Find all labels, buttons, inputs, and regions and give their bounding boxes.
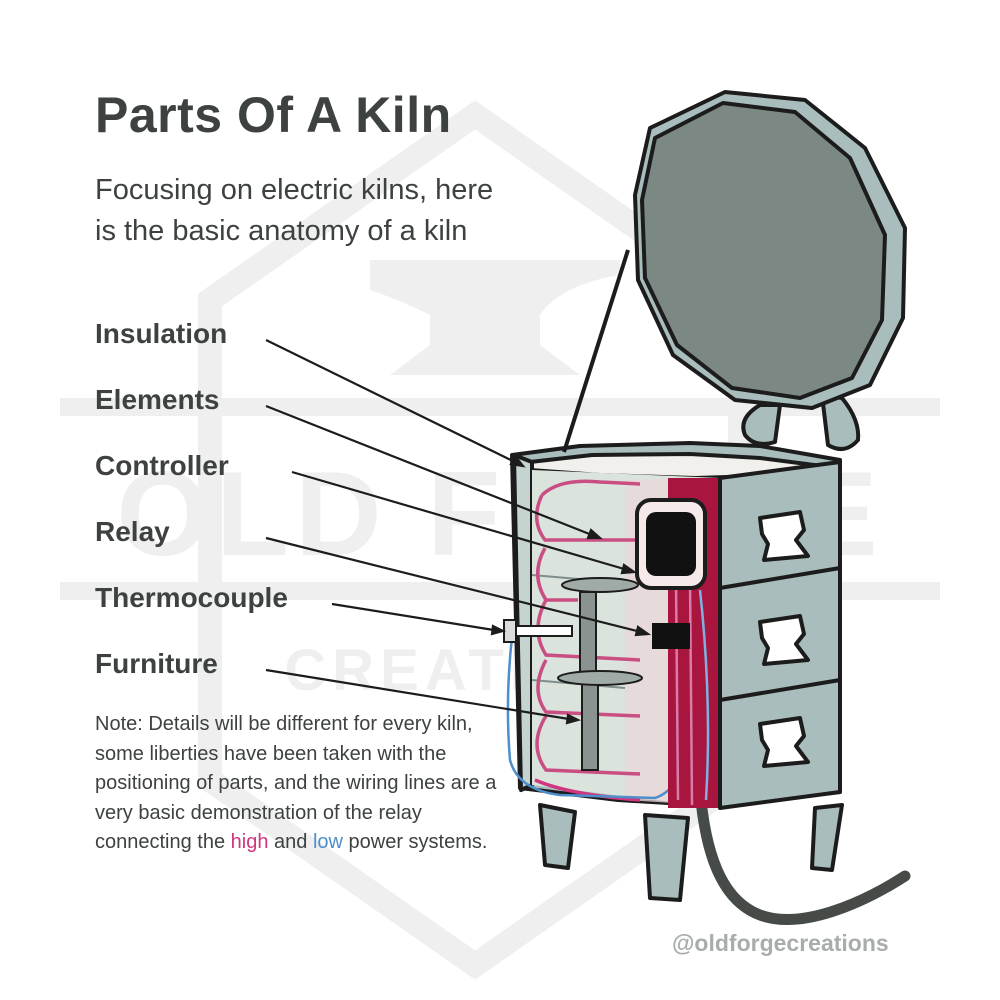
leader-elements [265,404,598,539]
arrow-furniture [565,713,582,725]
power-cord [694,784,911,925]
controller [635,498,707,590]
panel-wire-high-2 [688,579,694,806]
element-coil-2 [536,547,578,602]
kiln-ring-divider-2 [719,678,841,702]
anvil-icon [370,260,620,375]
handle-bottom [758,716,810,768]
thermocouple-mount [503,619,517,643]
element-coil-1 [535,494,640,542]
leader-relay [265,536,646,635]
label-furniture: Furniture [95,648,218,679]
lid-top [640,101,887,400]
kiln-leg-right [810,803,844,872]
furniture-post-lower [581,679,599,771]
lid-hinge-left [741,403,782,446]
credit-handle: @oldforgecreations [672,930,889,956]
page-title: Parts Of A Kiln [95,87,452,143]
note-low-word: low [312,831,343,853]
furniture-shelf-lower [557,670,643,686]
kiln-furniture [557,577,643,771]
leader-furniture [265,668,576,722]
furniture-shelf-upper [561,577,639,593]
handle-middle [758,614,810,666]
arrow-elements [586,528,603,540]
panel-wire-low-1 [698,589,710,801]
label-elements: Elements [95,384,220,415]
leader-insulation [265,339,524,467]
kiln-handles [758,510,810,768]
thermocouple-probe [509,625,573,637]
arrow-controller [620,563,638,575]
leader-lines [265,339,652,725]
element-lead [534,778,641,802]
note-text-end: power systems. [342,831,488,853]
lid-support-cable [562,249,630,453]
controller-screen [646,512,696,576]
arrow-relay [634,625,652,637]
label-relay: Relay [95,516,170,547]
kiln-leg-center [643,813,690,902]
subtitle: Focusing on electric kilns, here is the … [95,174,494,247]
panel-wires [674,579,710,806]
arrow-insulation [509,453,526,468]
heating-elements [534,479,641,802]
furniture-post-upper [579,591,597,683]
label-controller: Controller [95,450,229,481]
element-coil-1b [540,479,641,497]
element-coil-5 [535,715,641,776]
lid-hinge-right [820,393,861,451]
note-high-word: high [230,831,269,853]
label-thermocouple: Thermocouple [95,582,288,613]
kiln-ring-divider-1 [719,566,841,590]
kiln-leg-left [538,803,577,870]
label-insulation: Insulation [95,318,228,349]
panel-wire-high-1 [674,579,680,801]
arrow-thermocouple [490,624,507,636]
handle-top [758,510,810,562]
kiln-lid [562,90,907,453]
note: Note: Details will be different for ever… [95,710,515,858]
leader-controller [291,470,632,573]
note-text-middle: and [268,831,313,853]
kiln-legs [538,803,844,902]
leader-thermocouple [331,602,501,633]
relay [652,623,690,649]
element-coil-4 [536,659,641,718]
note-text-start: Note: Details will be different for ever… [95,713,497,853]
